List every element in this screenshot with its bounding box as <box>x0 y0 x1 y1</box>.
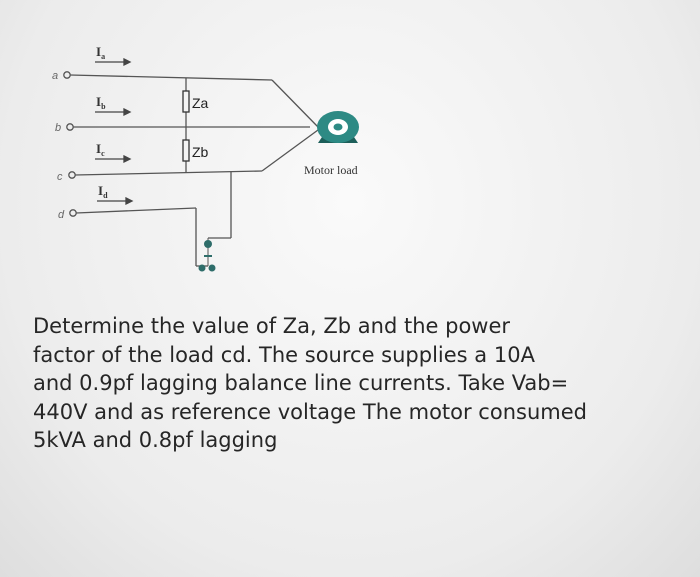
wire-a <box>69 74 273 81</box>
impedance-za: Za <box>182 78 209 127</box>
terminal-circle-c <box>68 171 76 179</box>
current-label-id: Id <box>98 183 108 200</box>
terminal-circle-d <box>69 209 77 217</box>
za-resistor <box>182 90 190 113</box>
wire-c <box>74 170 263 176</box>
terminal-label-d: d <box>58 209 65 221</box>
problem-statement: Determine the value of Za, Zb and the po… <box>33 312 693 455</box>
current-arrows <box>95 57 134 206</box>
load-dot-3 <box>208 264 216 272</box>
current-label-ic: Ic <box>96 141 105 158</box>
terminal-a: a <box>52 70 71 82</box>
load-cd-icon <box>198 238 216 272</box>
wire-d <box>75 207 197 214</box>
arrow-ib-head <box>123 107 132 117</box>
terminal-circle-b <box>66 123 74 131</box>
terminal-b: b <box>55 122 74 134</box>
terminal-d: d <box>58 209 77 221</box>
terminal-circle-a <box>63 71 71 79</box>
zb-resistor <box>182 139 190 162</box>
terminal-c: c <box>57 171 76 183</box>
arrow-id-head <box>125 196 134 206</box>
terminal-label-a: a <box>52 70 58 82</box>
problem-line-4: 440V and as reference voltage The motor … <box>33 399 587 424</box>
load-dot-1 <box>204 240 212 248</box>
problem-line-3: and 0.9pf lagging balance line currents.… <box>33 371 569 395</box>
current-label-ib: Ib <box>96 94 106 111</box>
impedance-zb: Zb <box>182 127 209 173</box>
load-dot-2 <box>198 264 206 272</box>
arrow-ia-head <box>123 57 132 67</box>
problem-line-2: factor of the load cd. The source suppli… <box>33 342 535 367</box>
problem-line-1: Determine the value of Za, Zb and the po… <box>33 314 511 338</box>
motor-label: Motor load <box>304 163 358 177</box>
line-wires <box>69 74 319 267</box>
arrow-ic-head <box>123 154 132 164</box>
problem-line-5: 5kVA and 0.8pf lagging <box>33 428 278 452</box>
za-label: Za <box>192 95 209 111</box>
motor-shaft <box>333 123 343 131</box>
circuit-diagram: a b c d Ia Ib <box>52 44 359 272</box>
motor-icon <box>317 111 359 143</box>
terminal-label-c: c <box>57 171 63 183</box>
terminal-label-b: b <box>55 122 61 134</box>
current-label-ia: Ia <box>96 44 105 61</box>
zb-label: Zb <box>192 144 209 160</box>
wire-a-to-motor <box>271 79 319 128</box>
wire-c-to-motor <box>261 129 319 172</box>
